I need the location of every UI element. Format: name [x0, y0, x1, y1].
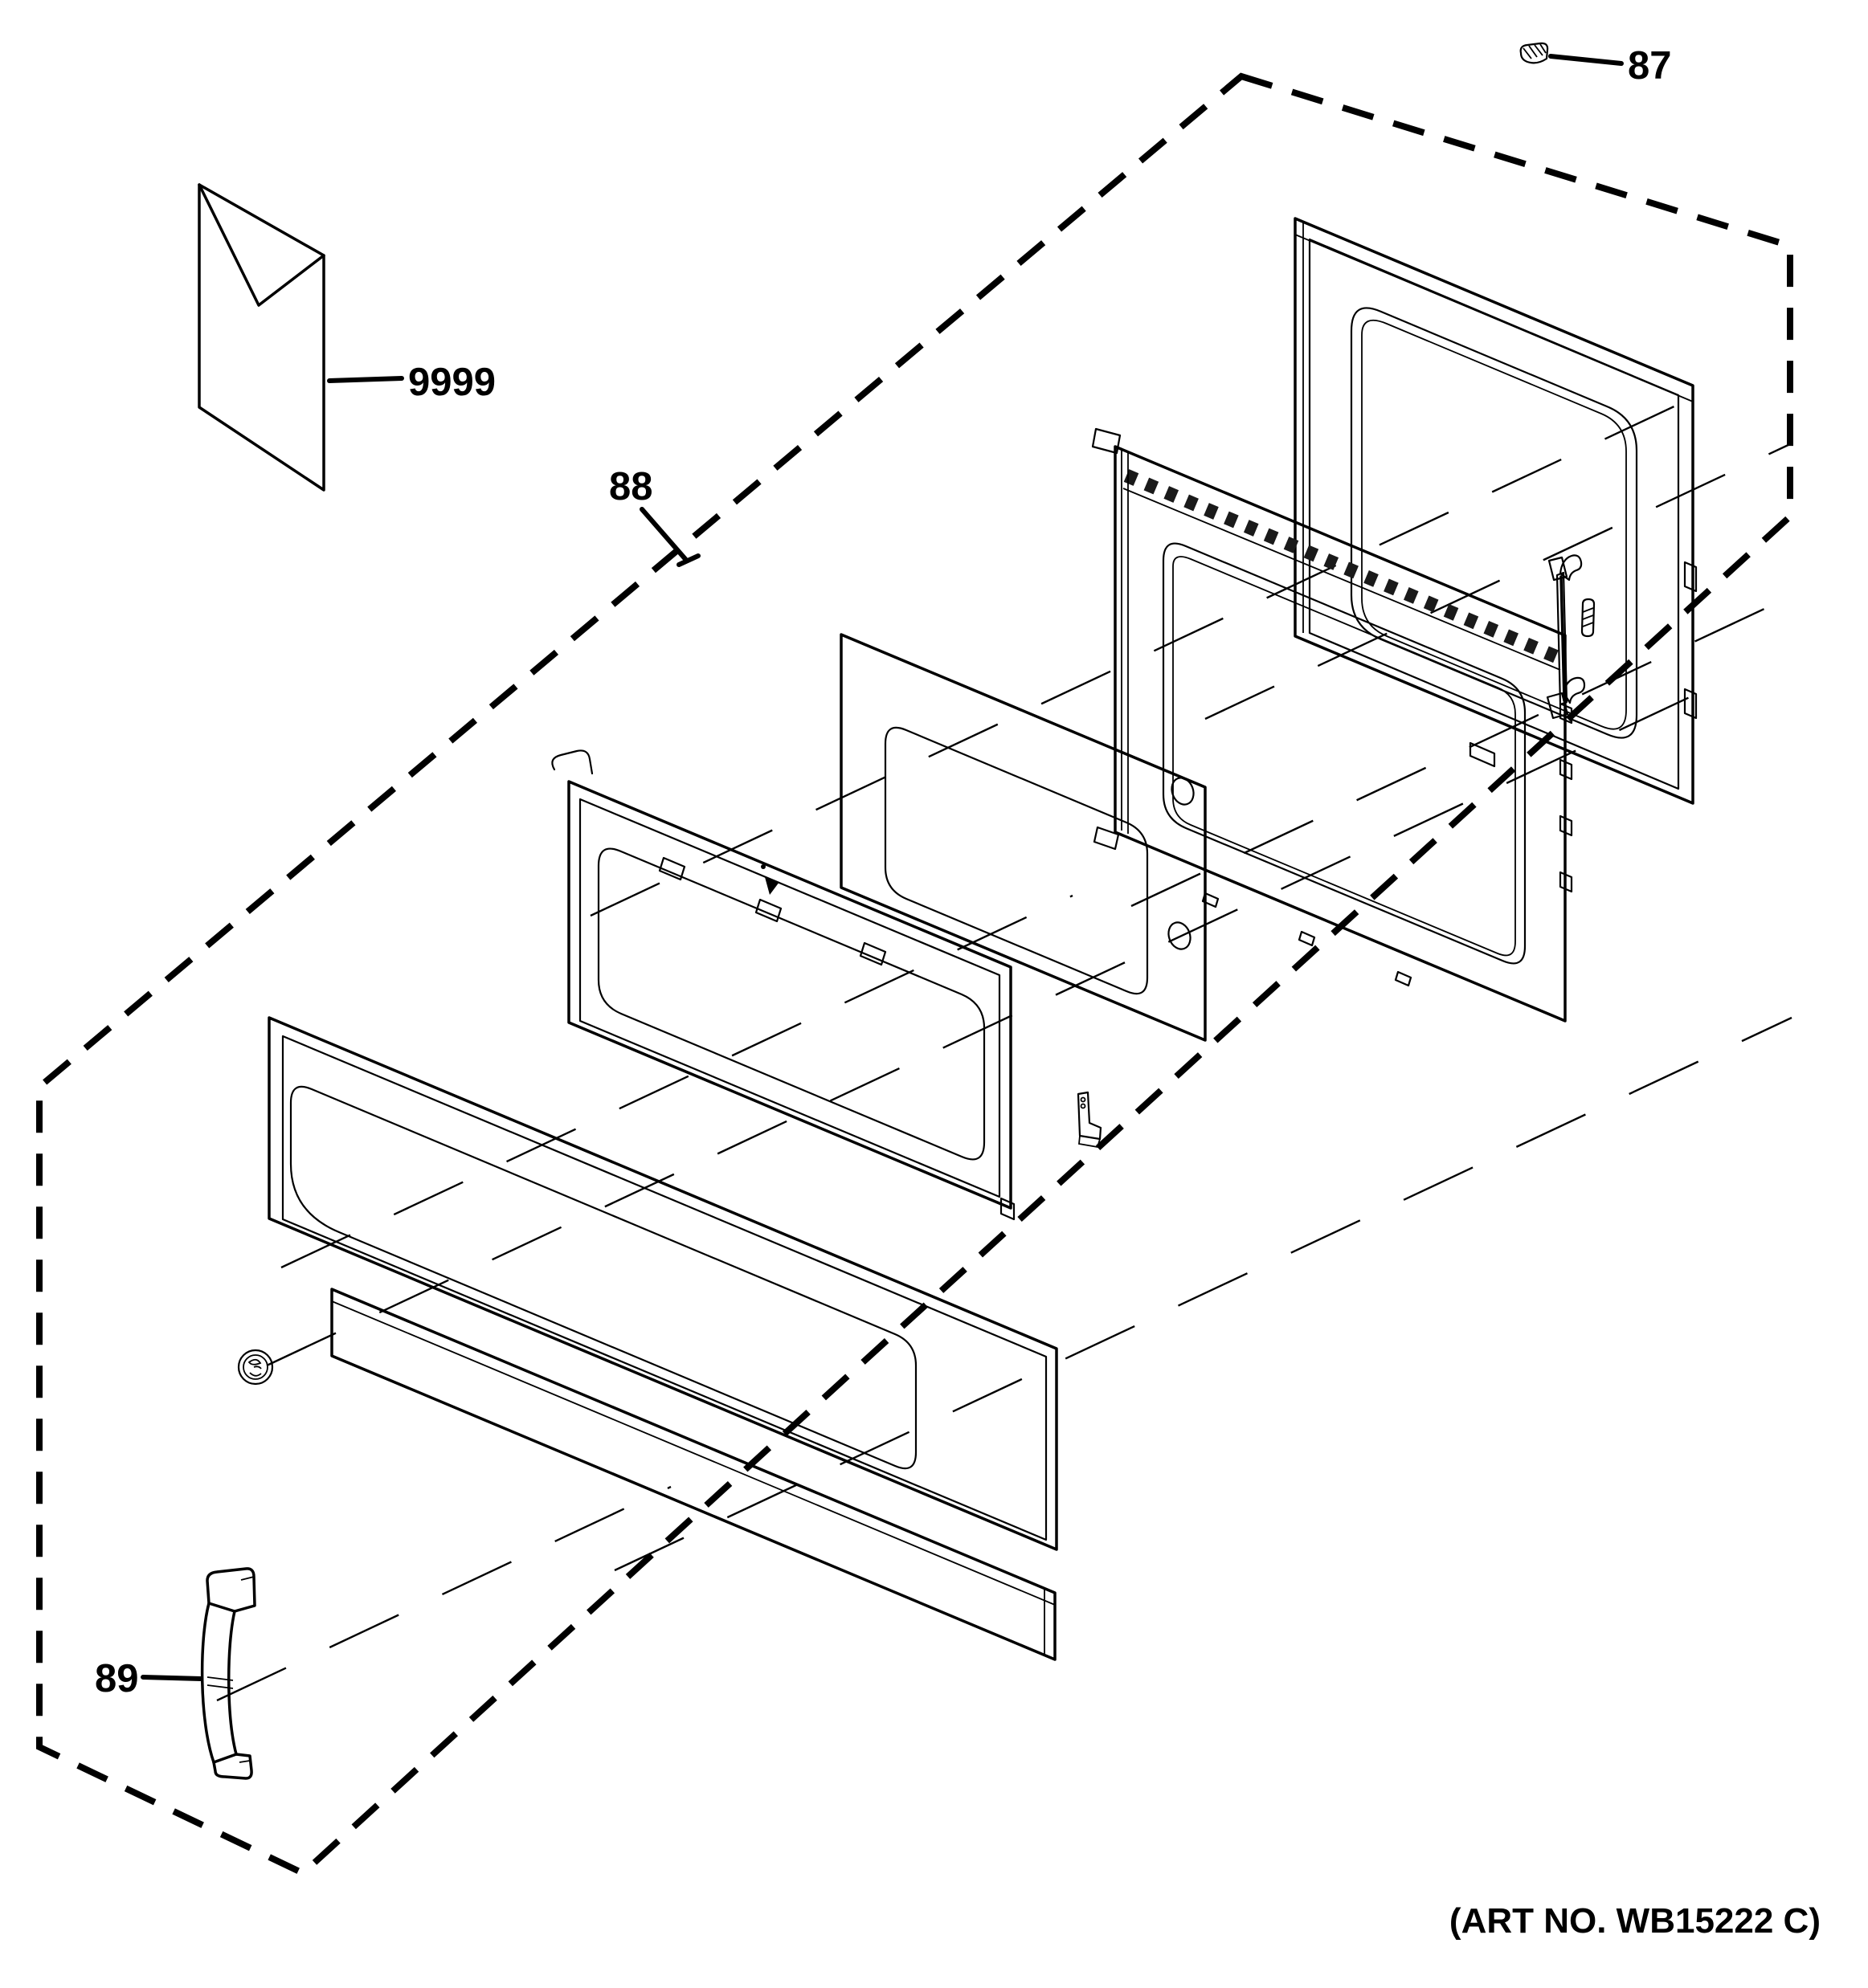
- outer-door-panel: [268, 1016, 1058, 1551]
- leader-87: [1548, 54, 1624, 66]
- bottom-trim-strip: [330, 1288, 1057, 1661]
- clip-part-87: [1519, 42, 1549, 64]
- choke-cover: [1091, 427, 1573, 1023]
- axis-lines: [216, 397, 1792, 1702]
- part-label-89: 89: [95, 1657, 139, 1700]
- ge-badge-icon: [237, 1349, 274, 1386]
- art-number: (ART NO. WB15222 C): [1449, 1901, 1821, 1941]
- part-label-87: 87: [1628, 44, 1672, 88]
- latch-lever: [1546, 554, 1586, 720]
- mid-door-panel: [551, 749, 1016, 1221]
- part-label-9999: 9999: [408, 361, 496, 404]
- envelope-part: [198, 183, 325, 492]
- callout-88: 88: [609, 465, 701, 567]
- film-sheet: [840, 633, 1207, 1042]
- callout-9999: 9999: [327, 361, 496, 404]
- latch-bracket: [1077, 1091, 1102, 1149]
- leader-88: [640, 507, 688, 561]
- door-handle: [200, 1567, 256, 1780]
- callout-89: 89: [95, 1657, 203, 1700]
- latch-spring: [1580, 598, 1596, 638]
- callout-87: 87: [1548, 44, 1672, 88]
- leader-89: [141, 1675, 203, 1681]
- inner-door-frame: [1294, 217, 1698, 805]
- part-label-88: 88: [609, 465, 653, 508]
- leader-9999: [327, 376, 404, 383]
